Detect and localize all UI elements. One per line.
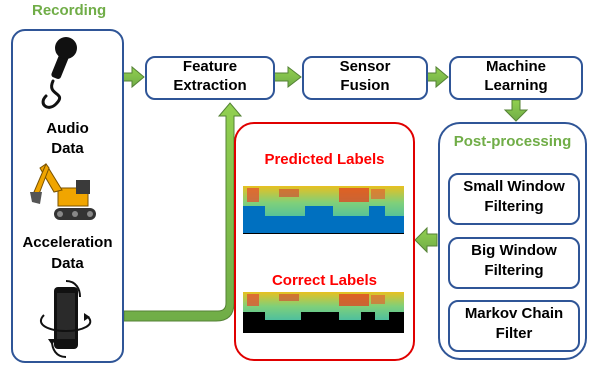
markov-chain-filter-box <box>448 300 580 352</box>
arrow-recording-to-feature <box>121 65 145 89</box>
audio-data-label-line2: Data <box>51 140 84 157</box>
machine-learning-label-line1: Machine <box>485 58 546 75</box>
sensor-fusion-box <box>302 56 428 100</box>
feature-extraction-box <box>145 56 275 100</box>
predicted-labels-title: Predicted Labels <box>264 151 385 168</box>
sensor-fusion-label-line2: Fusion <box>340 77 390 94</box>
machine-learning-label-line2: Learning <box>484 77 548 94</box>
feature-extraction-label-line1: Feature <box>182 58 238 75</box>
post-processing-title: Post-processing <box>453 133 572 150</box>
big-window-label-line2: Filtering <box>484 262 544 279</box>
acceleration-data-label-line1: Acceleration <box>22 234 113 251</box>
big-window-filtering-box <box>448 237 580 289</box>
small-window-filtering-box <box>448 173 580 225</box>
correct-label-track <box>243 312 404 333</box>
correct-labels-title: Correct Labels <box>271 272 378 289</box>
correct-labels-spectrogram <box>243 292 404 333</box>
arrow-sensor-to-ml <box>426 65 449 89</box>
predicted-label-track <box>243 206 404 234</box>
small-window-label-line1: Small Window <box>463 178 565 195</box>
big-window-label-line1: Big Window <box>471 242 557 259</box>
excavator-icon <box>30 163 96 220</box>
microphone-icon <box>41 37 77 109</box>
arrow-feature-to-sensor <box>273 65 302 89</box>
acceleration-data-label-line2: Data <box>51 255 84 272</box>
arrow-post-to-results <box>414 226 438 254</box>
markov-chain-label-line2: Filter <box>495 325 533 342</box>
audio-data-label-line1: Audio <box>46 120 89 137</box>
arrow-ml-to-post <box>503 99 529 122</box>
machine-learning-box <box>449 56 583 100</box>
arrow-accel-to-feature <box>123 102 243 322</box>
sensor-fusion-label-line1: Sensor <box>339 58 391 75</box>
recording-title: Recording <box>32 2 107 19</box>
rotating-phone-icon <box>39 280 92 358</box>
feature-extraction-label-line2: Extraction <box>173 77 247 94</box>
markov-chain-label-line1: Markov Chain <box>464 305 564 322</box>
predicted-labels-spectrogram <box>243 186 404 234</box>
small-window-label-line2: Filtering <box>484 198 544 215</box>
